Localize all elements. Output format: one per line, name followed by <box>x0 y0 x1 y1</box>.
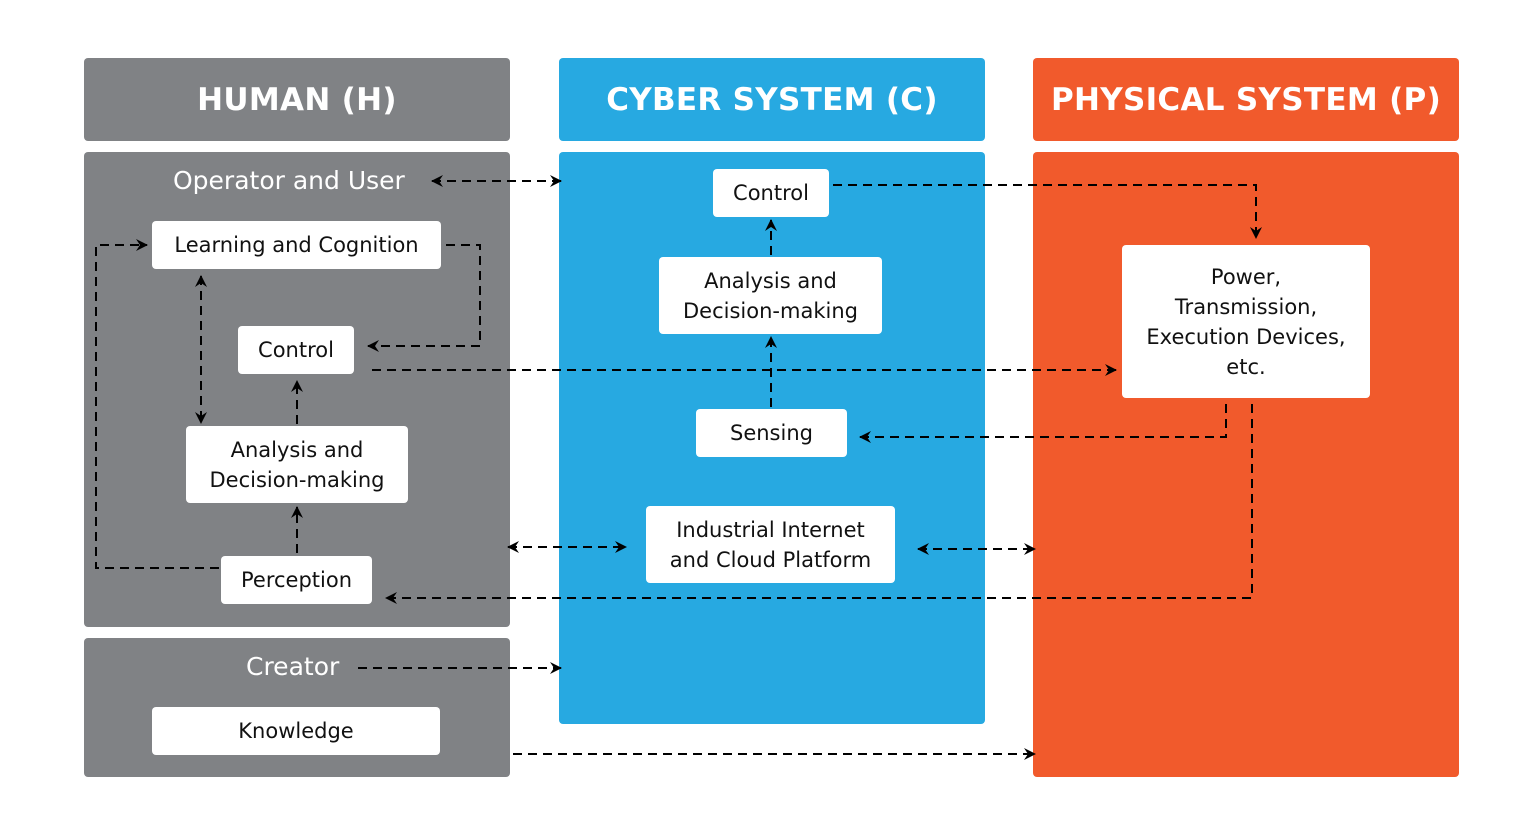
human-header-title: HUMAN (H) <box>197 81 397 118</box>
knowledge-box: Knowledge <box>152 707 440 755</box>
sensing-box: Sensing <box>696 409 847 457</box>
creator-label: Creator <box>246 652 340 681</box>
human-header: HUMAN (H) <box>84 58 510 141</box>
human-control-box: Control <box>238 326 354 374</box>
industrial-internet-box: Industrial Internet and Cloud Platform <box>646 506 895 583</box>
physical-devices-box: Power, Transmission, Execution Devices, … <box>1122 245 1370 398</box>
perception-box: Perception <box>221 556 372 604</box>
physical-header: PHYSICAL SYSTEM (P) <box>1033 58 1459 141</box>
cyber-header: CYBER SYSTEM (C) <box>559 58 985 141</box>
cyber-control-box: Control <box>713 169 829 217</box>
operator-and-user-label: Operator and User <box>173 166 405 195</box>
human-analysis-box: Analysis and Decision-making <box>186 426 408 503</box>
learning-and-cognition-box: Learning and Cognition <box>152 221 441 269</box>
physical-header-title: PHYSICAL SYSTEM (P) <box>1050 81 1442 118</box>
cyber-header-title: CYBER SYSTEM (C) <box>606 81 938 118</box>
cyber-analysis-box: Analysis and Decision-making <box>659 257 882 334</box>
